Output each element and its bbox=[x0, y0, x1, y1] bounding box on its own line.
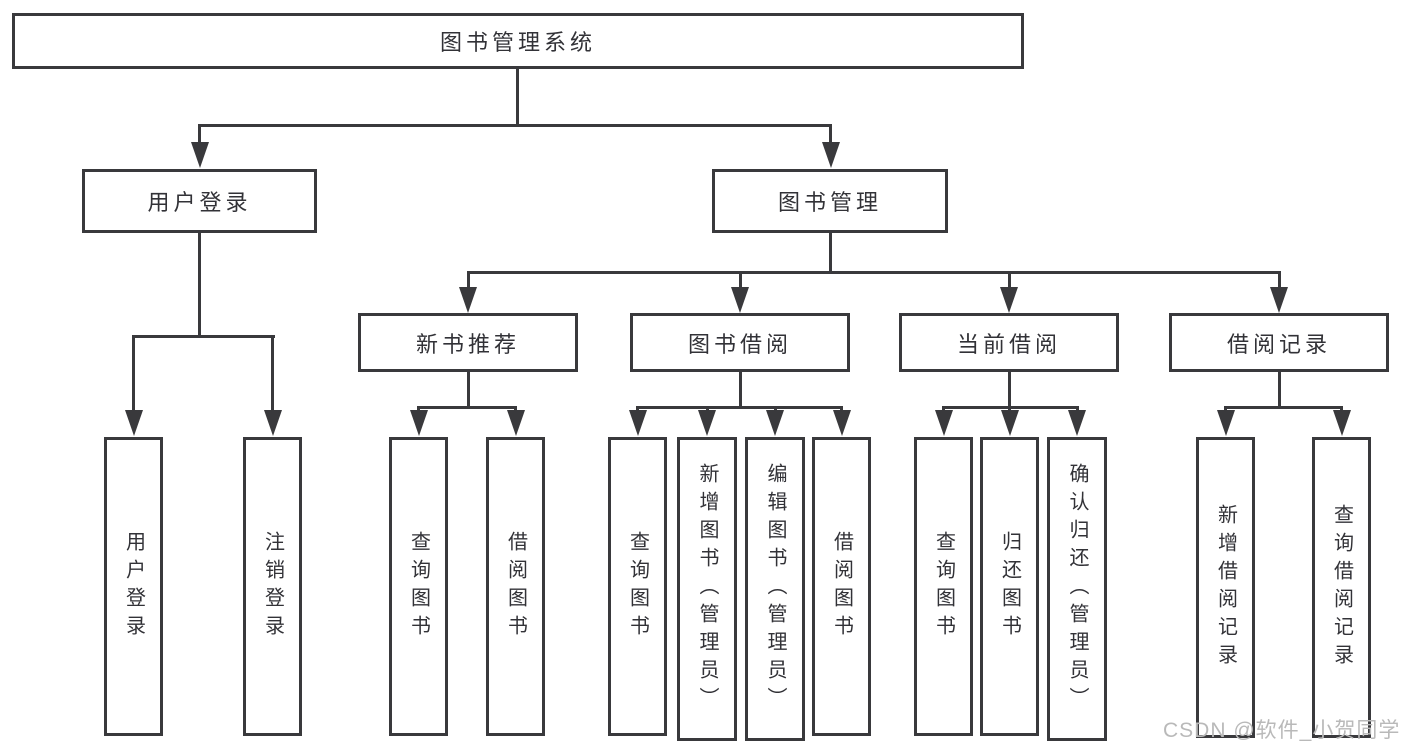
leaf-user-login: 用户登录 bbox=[104, 437, 163, 736]
connector-l3-drop bbox=[467, 271, 470, 290]
connector-leaf-drop bbox=[1340, 406, 1343, 412]
arrowhead-down bbox=[1001, 410, 1019, 436]
leaf-rec-query-books: 查询图书 bbox=[389, 437, 448, 736]
connector-bb-stem bbox=[739, 372, 742, 409]
node-book-borrowing-label: 图书借阅 bbox=[687, 331, 792, 357]
leaf-br-query-record-label: 查询借阅记录 bbox=[1330, 503, 1353, 672]
leaf-logout: 注销登录 bbox=[243, 437, 302, 736]
connector-user-login-drop bbox=[198, 124, 201, 146]
connector-rec-rail bbox=[417, 406, 517, 409]
arrowhead-down bbox=[731, 287, 749, 313]
connector-leaf-drop bbox=[132, 335, 135, 412]
connector-l3-drop bbox=[1008, 271, 1011, 290]
connector-leaf-drop bbox=[271, 335, 274, 412]
node-borrowing-records: 借阅记录 bbox=[1169, 313, 1389, 372]
connector-book-mgmt-rail bbox=[467, 271, 1281, 274]
leaf-bb-query-books: 查询图书 bbox=[608, 437, 667, 736]
leaf-br-add-record: 新增借阅记录 bbox=[1196, 437, 1255, 738]
connector-br-stem bbox=[1278, 372, 1281, 409]
connector-rec-stem bbox=[467, 372, 470, 409]
connector-leaf-drop bbox=[636, 406, 639, 412]
arrowhead-down bbox=[1270, 287, 1288, 313]
leaf-cb-confirm-return-admin: 确认归还（管理员） bbox=[1047, 437, 1107, 741]
leaf-logout-label: 注销登录 bbox=[261, 530, 284, 643]
connector-user-login-rail bbox=[132, 335, 275, 338]
connector-l3-drop bbox=[1278, 271, 1281, 290]
connector-bb-rail bbox=[636, 406, 843, 409]
connector-leaf-drop bbox=[1008, 406, 1011, 412]
arrowhead-down bbox=[507, 410, 525, 436]
connector-leaf-drop bbox=[706, 406, 709, 412]
connector-leaf-drop bbox=[774, 406, 777, 412]
leaf-rec-borrow-books: 借阅图书 bbox=[486, 437, 545, 736]
leaf-cb-confirm-return-admin-label: 确认归还（管理员） bbox=[1066, 463, 1088, 715]
leaf-user-login-label: 用户登录 bbox=[122, 530, 145, 643]
node-user-login-label: 用户登录 bbox=[147, 190, 252, 215]
arrowhead-down bbox=[264, 410, 282, 436]
connector-book-mgmt-stem bbox=[829, 233, 832, 273]
connector-leaf-drop bbox=[417, 406, 420, 412]
arrowhead-down bbox=[125, 410, 143, 436]
arrowhead-down bbox=[766, 410, 784, 436]
leaf-bb-edit-books-admin: 编辑图书（管理员） bbox=[745, 437, 805, 741]
leaf-bb-borrow-books-label: 借阅图书 bbox=[830, 530, 853, 643]
node-user-login: 用户登录 bbox=[82, 169, 317, 233]
leaf-bb-query-books-label: 查询图书 bbox=[626, 530, 649, 643]
node-book-borrowing: 图书借阅 bbox=[630, 313, 850, 372]
leaf-cb-return-books-label: 归还图书 bbox=[998, 530, 1021, 643]
connector-root-stem bbox=[516, 69, 519, 127]
leaf-cb-query-books: 查询图书 bbox=[914, 437, 973, 736]
node-new-book-recommend-label: 新书推荐 bbox=[415, 331, 520, 357]
arrowhead-down bbox=[459, 287, 477, 313]
connector-leaf-drop bbox=[1224, 406, 1227, 412]
csdn-watermark: CSDN @软件_小贺同学 bbox=[1163, 719, 1401, 742]
leaf-bb-edit-books-admin-label: 编辑图书（管理员） bbox=[764, 463, 786, 715]
connector-user-login-stem bbox=[198, 233, 201, 338]
arrowhead-down bbox=[1217, 410, 1235, 436]
arrowhead-down bbox=[1068, 410, 1086, 436]
leaf-br-add-record-label: 新增借阅记录 bbox=[1214, 503, 1237, 672]
node-library-system: 图书管理系统 bbox=[12, 13, 1024, 69]
leaf-bb-add-books-admin-label: 新增图书（管理员） bbox=[696, 463, 718, 715]
node-current-borrowing: 当前借阅 bbox=[899, 313, 1119, 372]
arrowhead-down bbox=[698, 410, 716, 436]
leaf-cb-return-books: 归还图书 bbox=[980, 437, 1039, 736]
node-book-management-label: 图书管理 bbox=[777, 190, 882, 215]
arrowhead-down bbox=[833, 410, 851, 436]
node-new-book-recommend: 新书推荐 bbox=[358, 313, 578, 372]
node-library-system-label: 图书管理系统 bbox=[439, 30, 596, 55]
leaf-cb-query-books-label: 查询图书 bbox=[932, 530, 955, 643]
node-borrowing-records-label: 借阅记录 bbox=[1226, 331, 1331, 357]
connector-br-rail bbox=[1224, 406, 1343, 409]
connector-leaf-drop bbox=[840, 406, 843, 412]
connector-leaf-drop bbox=[514, 406, 517, 412]
node-book-management: 图书管理 bbox=[712, 169, 948, 233]
arrowhead-down bbox=[1000, 287, 1018, 313]
leaf-rec-query-books-label: 查询图书 bbox=[407, 530, 430, 643]
arrowhead-down bbox=[629, 410, 647, 436]
connector-leaf-drop bbox=[1076, 406, 1079, 412]
node-current-borrowing-label: 当前借阅 bbox=[956, 331, 1061, 357]
arrowhead-down bbox=[822, 142, 840, 168]
leaf-bb-add-books-admin: 新增图书（管理员） bbox=[677, 437, 737, 741]
arrowhead-down bbox=[410, 410, 428, 436]
leaf-bb-borrow-books: 借阅图书 bbox=[812, 437, 871, 736]
connector-cb-stem bbox=[1008, 372, 1011, 409]
connector-book-mgmt-drop bbox=[829, 124, 832, 146]
connector-root-rail bbox=[198, 124, 831, 127]
leaf-rec-borrow-books-label: 借阅图书 bbox=[504, 530, 527, 643]
arrowhead-down bbox=[935, 410, 953, 436]
leaf-br-query-record: 查询借阅记录 bbox=[1312, 437, 1371, 738]
arrowhead-down bbox=[1333, 410, 1351, 436]
arrowhead-down bbox=[191, 142, 209, 168]
connector-l3-drop bbox=[739, 271, 742, 290]
connector-leaf-drop bbox=[942, 406, 945, 412]
